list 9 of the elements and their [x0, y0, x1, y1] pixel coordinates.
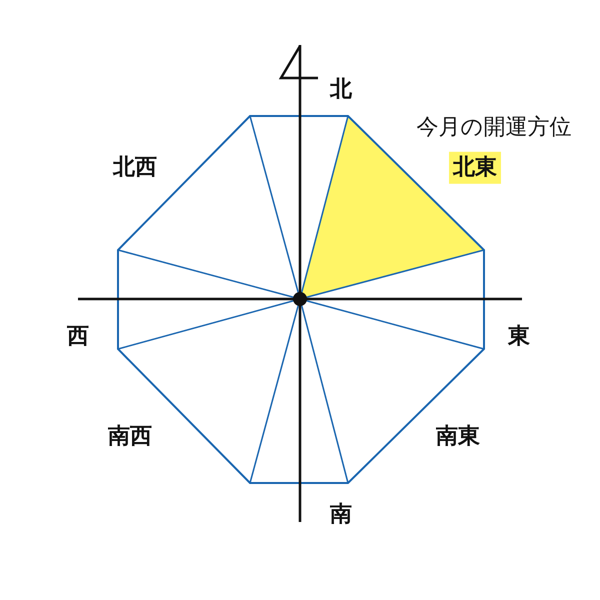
highlighted-direction-label: 北東 — [449, 152, 501, 184]
direction-label: 北西 — [113, 154, 157, 182]
direction-label: 南 — [330, 502, 352, 528]
direction-label: 南東 — [436, 424, 480, 450]
direction-label: 南西 — [108, 424, 152, 450]
direction-label: 西 — [67, 324, 89, 350]
direction-label: 北 — [330, 76, 352, 104]
direction-label: 東 — [508, 324, 530, 350]
heading-text: 今月の開運方位 — [416, 114, 572, 142]
